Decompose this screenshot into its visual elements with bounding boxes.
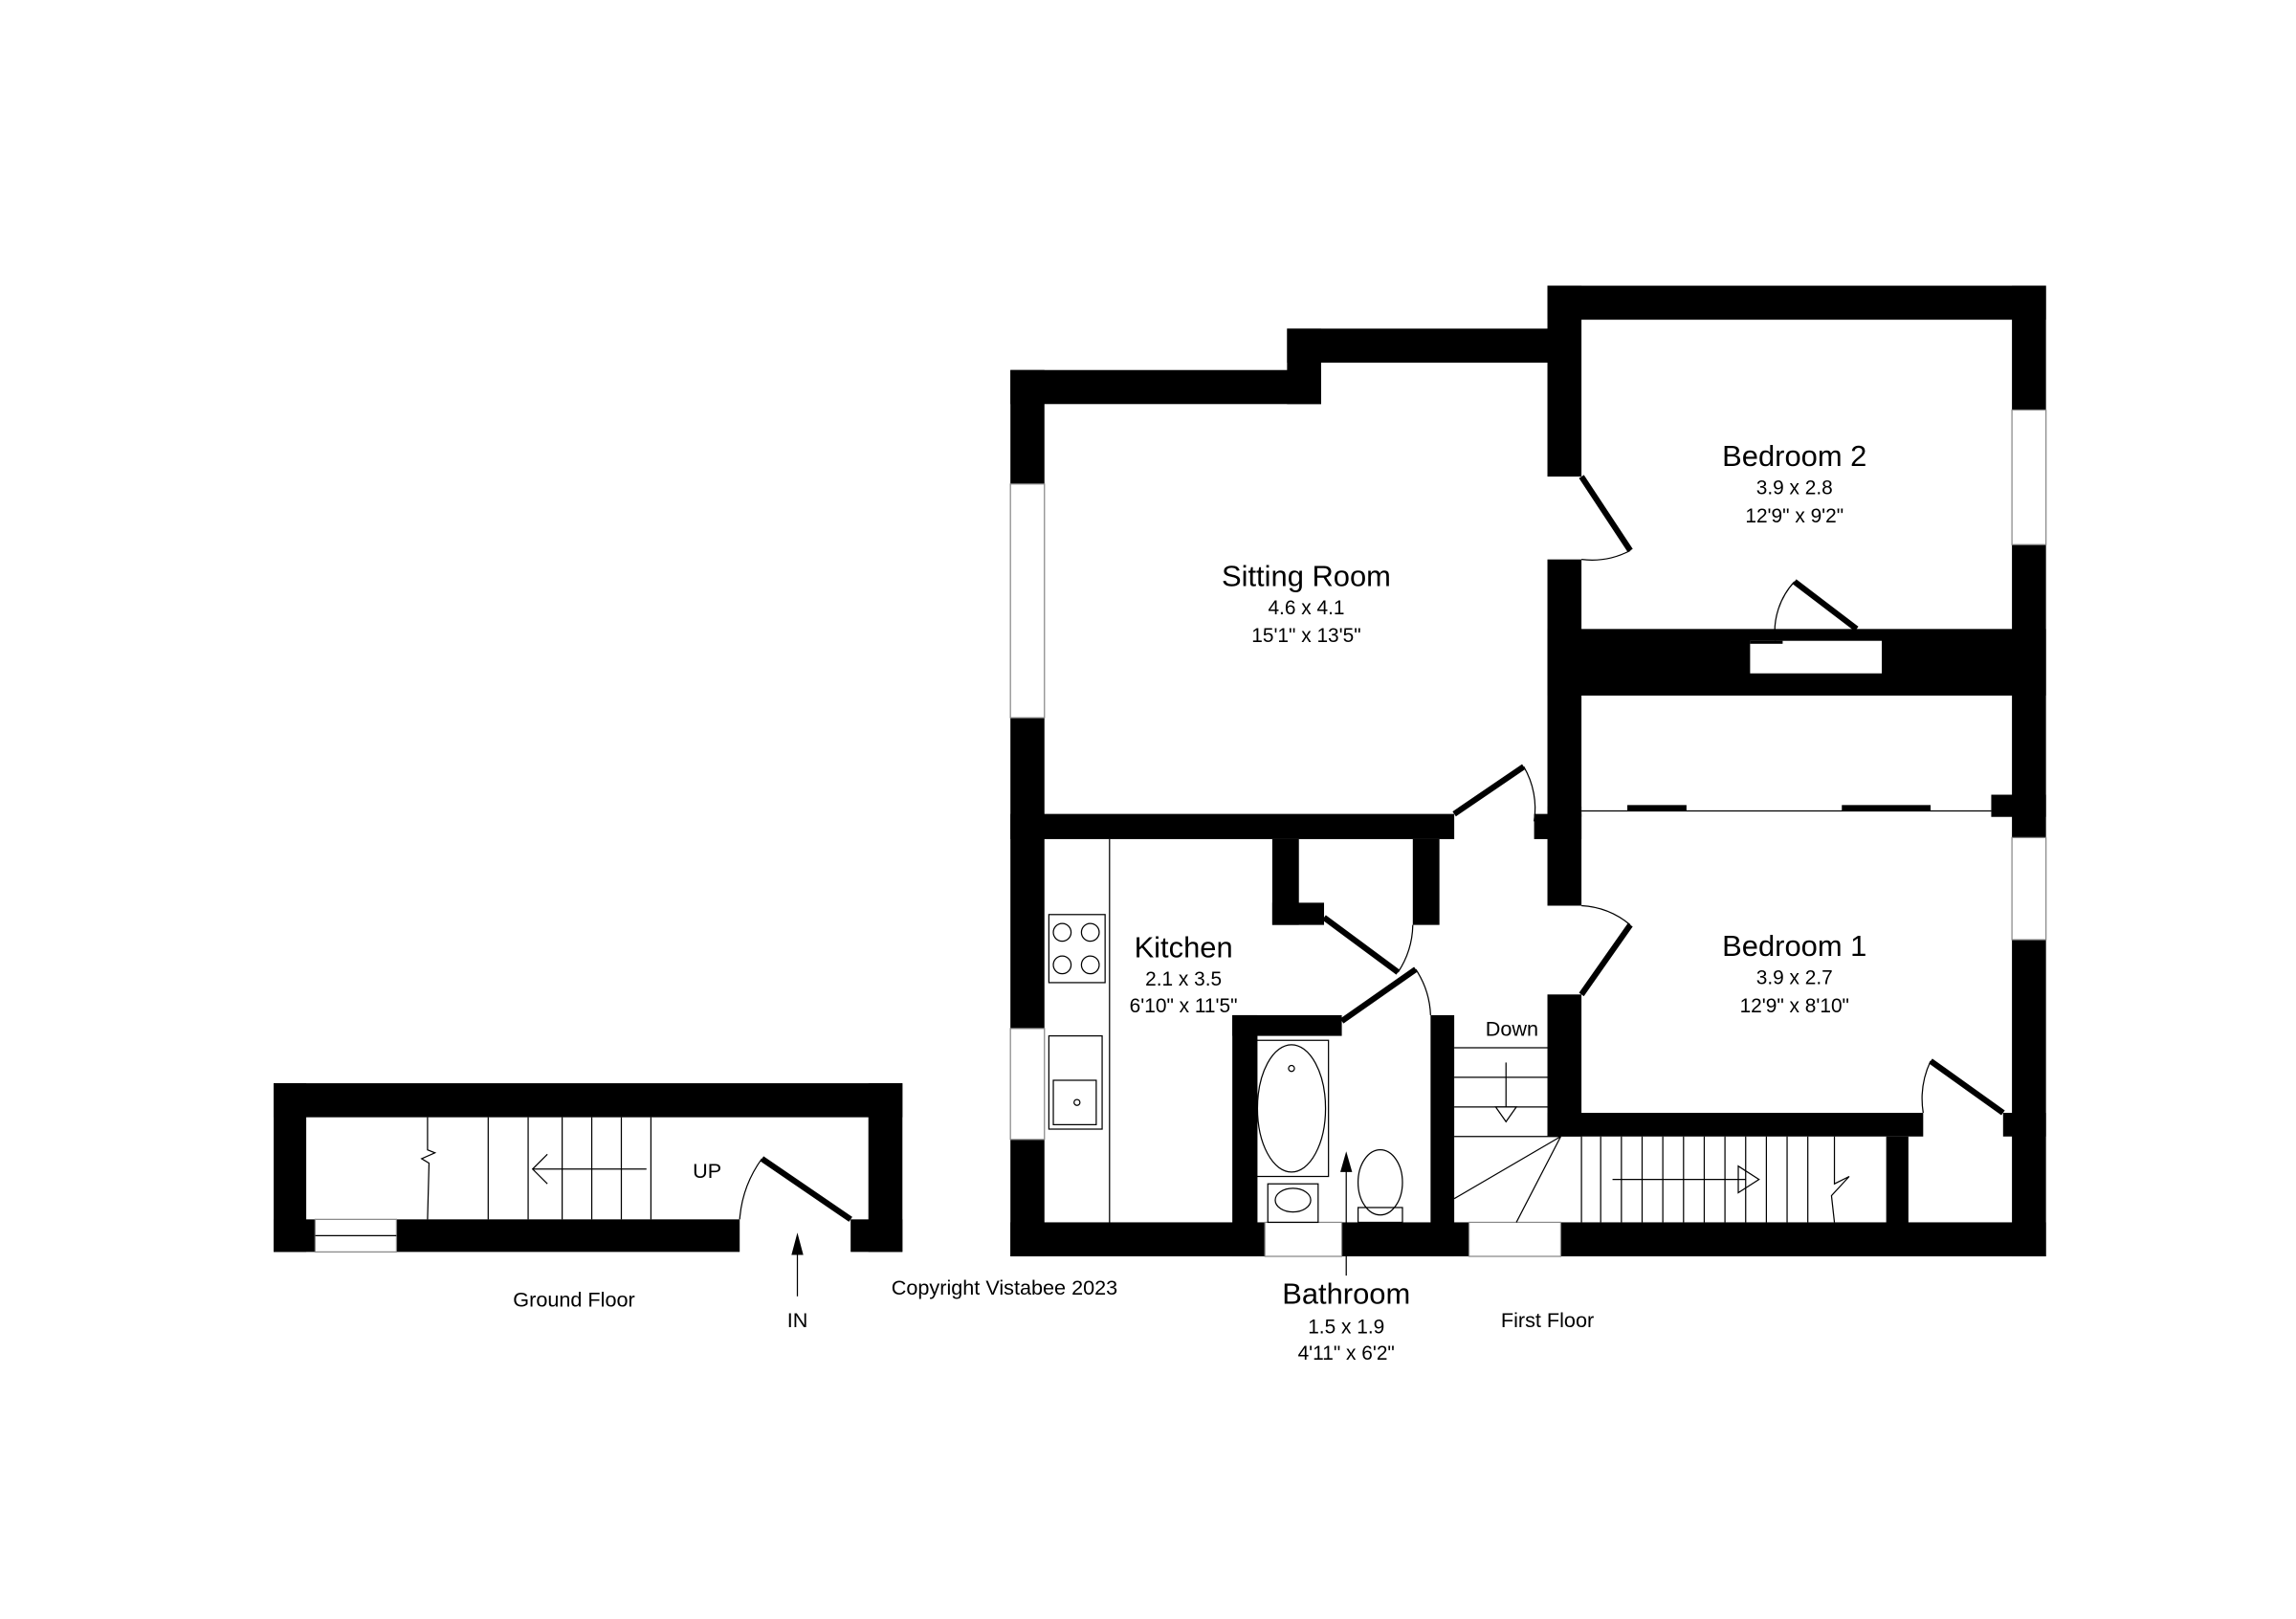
staircase [1453,1047,1561,1223]
room-imperial-size: 15'1" x 13'5" [1251,625,1360,647]
room-metric-size: 2.1 x 3.5 [1145,968,1222,990]
wall [1232,1014,1342,1036]
copyright-text: Copyright Vistabee 2023 [892,1275,1117,1299]
window [1009,1028,1046,1141]
first-floor-label: First Floor [1501,1308,1594,1332]
room-bathroom: Bathroom 1.5 x 1.9 4'11" x 6'2" [1282,1276,1410,1364]
room-metric-size: 4.6 x 4.1 [1268,597,1344,619]
entrance-label: IN [787,1308,808,1332]
window [1468,1221,1562,1257]
wall [1547,821,1582,906]
door [1578,475,1633,561]
hob-icon [1048,914,1106,984]
wall [1547,994,1582,1137]
room-kitchen: Kitchen 2.1 x 3.5 6'10" x 11'5" [1130,931,1238,1017]
wall [1547,285,2046,321]
stairs-down-label: Down [1486,1017,1538,1041]
door [1921,1058,2005,1116]
bathroom-pointer-arrow [1340,1151,1353,1276]
wall [1547,285,1582,477]
wall [1412,838,1440,925]
door [1578,904,1633,997]
room-name: Bedroom 1 [1722,929,1866,963]
wall [2002,1113,2046,1137]
wall [1271,902,1325,925]
room-name: Kitchen [1135,931,1233,965]
room-imperial-size: 12'9" x 8'10" [1740,995,1849,1017]
wall [1991,794,2046,817]
wall [274,1083,903,1118]
room-name: Sitting Room [1222,559,1391,592]
room-metric-size: 3.9 x 2.8 [1756,477,1833,499]
door [1322,915,1414,975]
room-name: Bathroom [1282,1276,1410,1310]
ground-floor-label: Ground Floor [513,1288,634,1312]
wall [1750,640,1783,644]
first-floor-plan: Sitting Room 4.6 x 4.1 15'1" x 13'5" Bed… [1009,285,2047,1364]
wall [1010,369,1321,405]
room-metric-size: 1.5 x 1.9 [1308,1316,1384,1338]
sliding-door [1627,805,1687,811]
room-metric-size: 3.9 x 2.7 [1756,966,1833,988]
wall [1547,1113,1924,1137]
washbasin-icon [1267,1183,1319,1224]
sliding-door [1842,805,1932,811]
room-imperial-size: 4'11" x 6'2" [1298,1342,1395,1364]
staircase [1580,1136,1850,1223]
window [2011,836,2047,941]
room-bedroom-1: Bedroom 1 3.9 x 2.7 12'9" x 8'10" [1722,929,1866,1017]
room-sitting-room: Sitting Room 4.6 x 4.1 15'1" x 13'5" [1222,559,1391,647]
door [1339,966,1431,1024]
wall [1232,1014,1258,1257]
wall [1430,1014,1455,1257]
wall [1287,328,1569,363]
window [1264,1221,1343,1257]
ground-floor-plan: UP IN Ground Floor [274,1083,903,1332]
sink-icon [1048,1034,1103,1130]
toilet-icon [1357,1149,1403,1224]
wall [1010,813,1455,839]
stairs-up-label: UP [693,1159,721,1183]
room-imperial-size: 12'9" x 9'2" [1745,505,1843,527]
staircase [420,1117,652,1220]
door [1774,579,1859,641]
door [1452,764,1536,822]
window [1009,483,1046,719]
window [2011,409,2047,545]
entrance-arrow [791,1232,804,1297]
room-imperial-size: 6'10" x 11'5" [1130,995,1238,1017]
bedroom-2-wardrobe-recess [1750,640,1883,674]
room-bedroom-2: Bedroom 2 3.9 x 2.8 12'9" x 9'2" [1722,439,1866,527]
door [739,1156,852,1222]
bath-icon [1253,1039,1330,1178]
wall [1886,1136,1909,1226]
room-name: Bedroom 2 [1722,439,1866,473]
wall [850,1219,903,1253]
